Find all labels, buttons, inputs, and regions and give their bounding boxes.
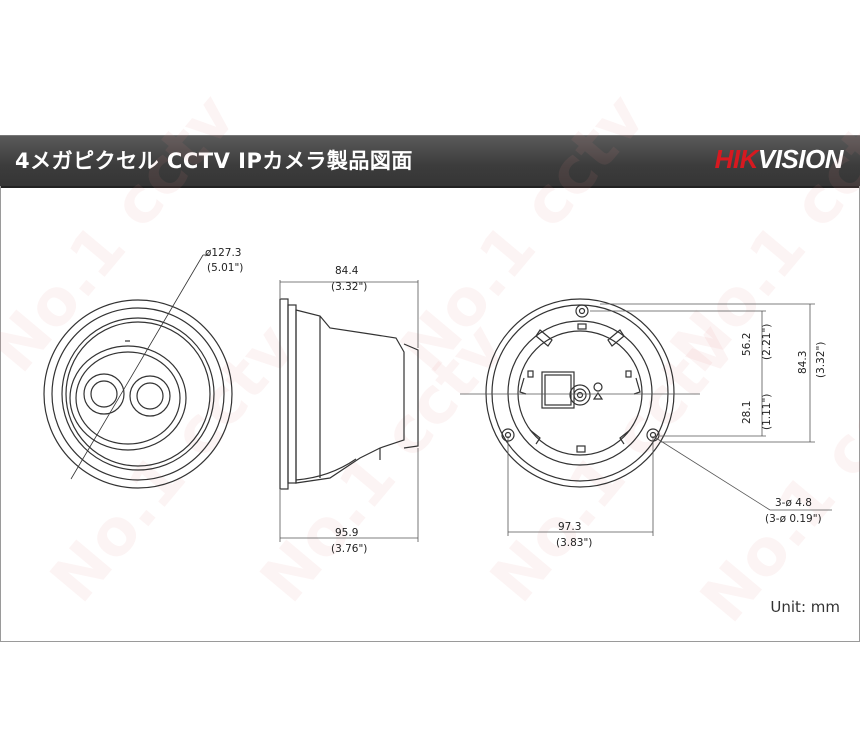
front-diameter-mm: ø127.3 xyxy=(205,247,241,259)
side-depth-mm: 84.4 xyxy=(335,265,359,277)
watermark: No.1 cctv No.1 cctv No.1 cctv No.1 cctv … xyxy=(0,81,860,637)
base-view xyxy=(485,298,675,488)
front-view xyxy=(43,254,233,489)
side-dimension-lines xyxy=(279,280,419,542)
side-width-in: (3.76") xyxy=(331,543,367,555)
upper-offset-in: (2.21") xyxy=(761,324,773,360)
svg-text:No.1 cctv: No.1 cctv xyxy=(657,81,860,387)
unit-label: Unit: mm xyxy=(770,598,840,616)
total-height-in: (3.32") xyxy=(815,342,827,378)
total-height-mm: 84.3 xyxy=(797,351,809,374)
title-bar: 4メガピクセル CCTV IPカメラ製品図面 HIKVISION xyxy=(0,135,860,188)
upper-offset-mm: 56.2 xyxy=(741,333,753,356)
side-depth-in: (3.32") xyxy=(331,281,367,293)
lower-offset-mm: 28.1 xyxy=(741,401,753,424)
front-diameter-in: (5.01") xyxy=(207,262,243,274)
base-width-in: (3.83") xyxy=(556,537,592,549)
page-title: 4メガピクセル CCTV IPカメラ製品図面 xyxy=(15,149,413,173)
side-width-mm: 95.9 xyxy=(335,527,358,539)
lower-offset-in: (1.11") xyxy=(761,394,773,430)
brand-logo: HIKVISION xyxy=(714,144,844,174)
base-dimension-lines xyxy=(460,303,832,536)
holes-mm: 3-ø 4.8 xyxy=(775,497,812,509)
holes-in: (3-ø 0.19") xyxy=(765,513,822,525)
base-width-mm: 97.3 xyxy=(558,521,581,533)
side-view xyxy=(279,298,419,490)
